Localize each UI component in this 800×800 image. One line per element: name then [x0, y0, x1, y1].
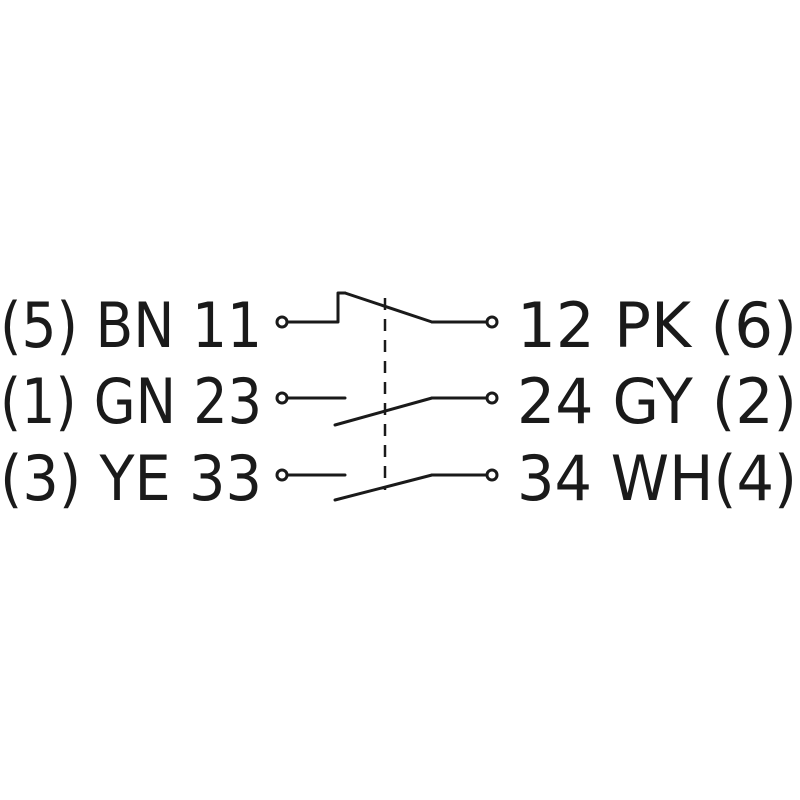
contact-1-left-wire	[285, 291, 347, 324]
contact-row-no-1: (1) GN 23 24 GY (2)	[0, 365, 797, 438]
contact-3-right-label: 34 WH(4)	[517, 442, 797, 515]
contact-row-no-2: (3) YE 33 34 WH(4)	[0, 442, 797, 515]
contact-1-switch-blade	[343, 291, 434, 324]
contact-3-right-terminal	[485, 468, 499, 482]
contact-1-right-label: 12 PK (6)	[517, 289, 797, 362]
contact-3-left-label: (3) YE 33	[0, 442, 262, 515]
contact-2-switch-blade	[333, 396, 434, 427]
contact-3-switch-blade	[333, 473, 434, 502]
contact-1-left-label: (5) BN 11	[0, 289, 262, 362]
contact-1-right-terminal	[485, 315, 499, 329]
contact-2-right-label: 24 GY (2)	[517, 365, 797, 438]
contact-2-left-label: (1) GN 23	[0, 365, 262, 438]
contact-2-right-terminal	[485, 391, 499, 405]
contact-row-nc: (5) BN 11 12 PK (6)	[0, 289, 797, 362]
